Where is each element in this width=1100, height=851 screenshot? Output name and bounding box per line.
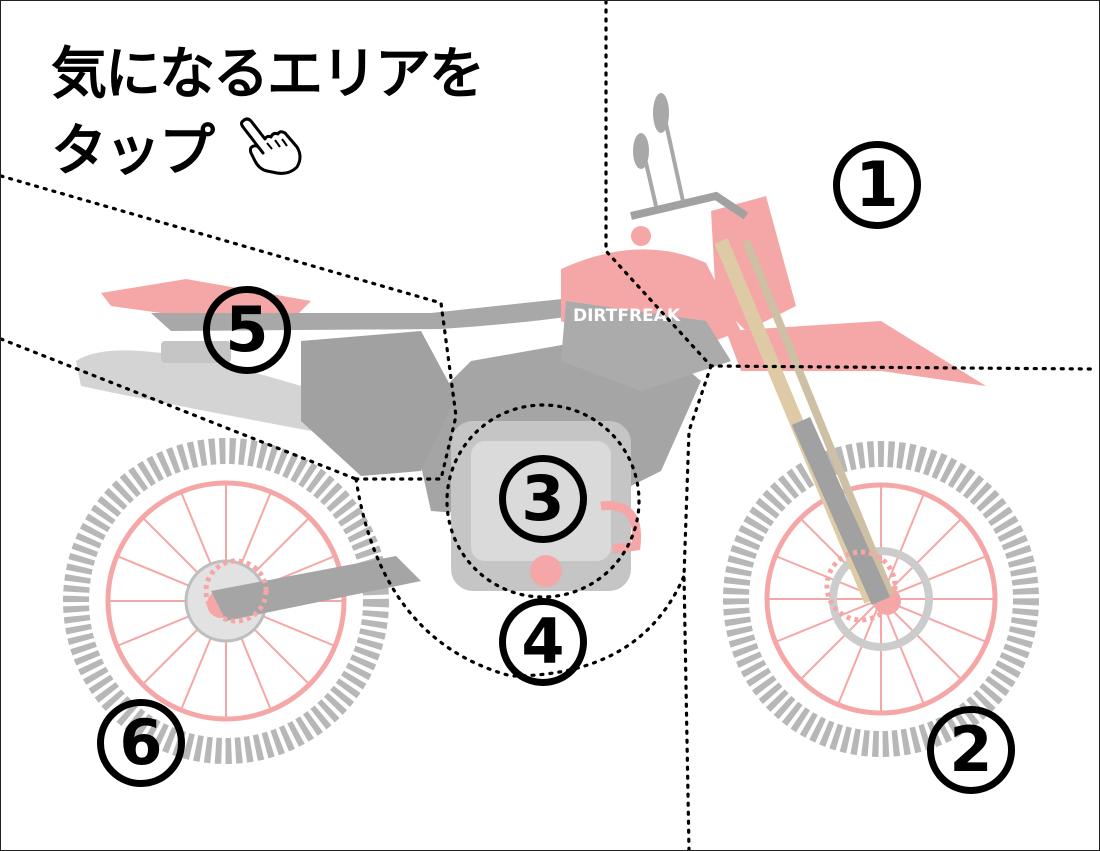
- tank-decal: DIRTFREAK: [573, 306, 681, 326]
- zone-1-button[interactable]: 1: [833, 141, 921, 229]
- front-wheel: [723, 441, 1039, 757]
- divider-zone-6: [1, 337, 358, 481]
- divider-zone-2: [682, 364, 713, 850]
- divider-zone-5: [1, 174, 458, 481]
- zone-6-button[interactable]: 6: [97, 699, 185, 787]
- instruction-heading: 気になるエリアを タップ: [51, 37, 485, 197]
- zone-2-button[interactable]: 2: [927, 706, 1015, 794]
- divider-zone-3: [445, 403, 641, 599]
- instruction-line-1: 気になるエリアを: [51, 42, 485, 107]
- divider-zone-4: [354, 477, 686, 678]
- instruction-line-2-text: タップ: [51, 119, 215, 185]
- zone-3-button[interactable]: 3: [499, 455, 587, 543]
- zone-5-button[interactable]: 5: [203, 286, 291, 374]
- pointing-hand-icon: [237, 113, 305, 197]
- rear-wheel: [63, 438, 389, 764]
- instruction-line-2: タップ: [51, 113, 483, 197]
- zone-4-button[interactable]: 4: [499, 598, 587, 686]
- divider-zone-1: [604, 1, 1093, 371]
